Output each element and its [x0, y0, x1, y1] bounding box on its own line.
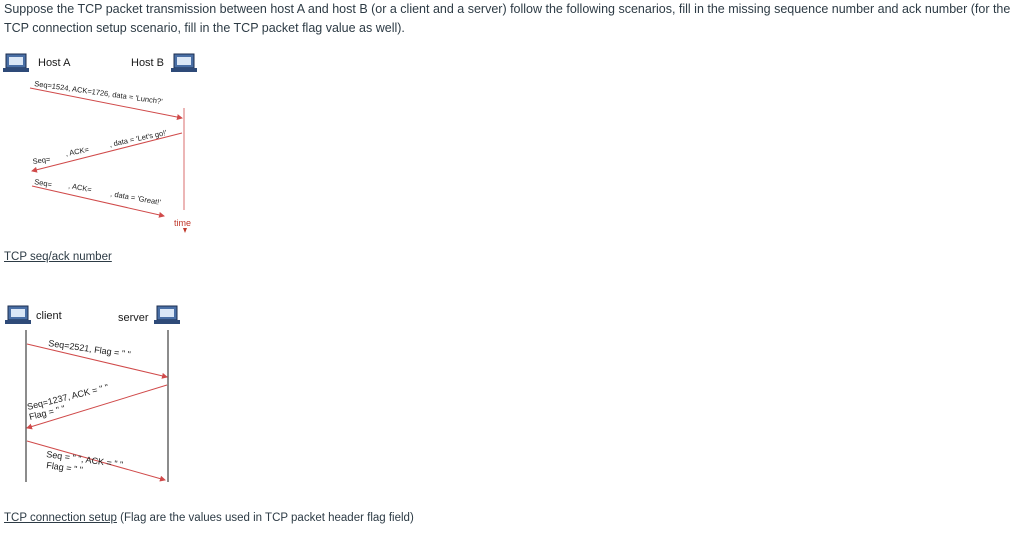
syn-arrow	[26, 343, 168, 379]
host-b-label: Host B	[131, 57, 164, 69]
client-computer-icon	[5, 305, 31, 324]
msg3-arrow	[31, 185, 165, 218]
msg2-ack-label: , ACK=	[65, 145, 90, 158]
msg1-arrow	[29, 87, 183, 120]
time-label: time	[174, 218, 191, 228]
syn-label: Seq=2521, Flag = " "	[48, 338, 132, 359]
tcp-seq-ack-diagram: Host A Host B Seq=1524, ACK=1726, data =…	[3, 53, 197, 233]
synack-arrow	[26, 384, 168, 430]
caption-connection-setup-text: (Flag are the values used in TCP packet …	[116, 512, 414, 524]
host-a-label: Host A	[38, 57, 71, 69]
client-label: client	[36, 310, 62, 322]
msg3-ack-label: , ACK=	[68, 181, 93, 194]
host-b-computer-icon	[171, 53, 197, 72]
msg2-arrow	[31, 132, 183, 173]
time-arrow-icon	[183, 228, 187, 233]
msg3-data-label: , data = 'Great!'	[110, 189, 162, 207]
synack-label-line1: Seq=1237, ACK = " "	[26, 382, 109, 412]
host-a-computer-icon	[3, 53, 29, 72]
tcp-connection-setup-diagram: client server Seq=2521, Flag = " " Seq=1…	[5, 305, 180, 482]
caption-connection-setup: TCP connection setup (Flag are the value…	[4, 512, 414, 524]
server-label: server	[118, 312, 149, 324]
caption-connection-setup-link[interactable]: TCP connection setup	[4, 512, 117, 524]
caption-seq-ack: TCP seq/ack number	[4, 251, 112, 263]
msg3-seq-label: Seq=	[34, 177, 54, 189]
ack-arrow	[26, 440, 166, 482]
server-computer-icon	[154, 305, 180, 324]
msg2-seq-label: Seq=	[32, 155, 51, 166]
question-text: Suppose the TCP packet transmission betw…	[4, 2, 1011, 35]
caption-seq-ack-link[interactable]: TCP seq/ack number	[4, 251, 112, 263]
msg2-data-label: , data = 'Let's go!'	[109, 128, 168, 149]
